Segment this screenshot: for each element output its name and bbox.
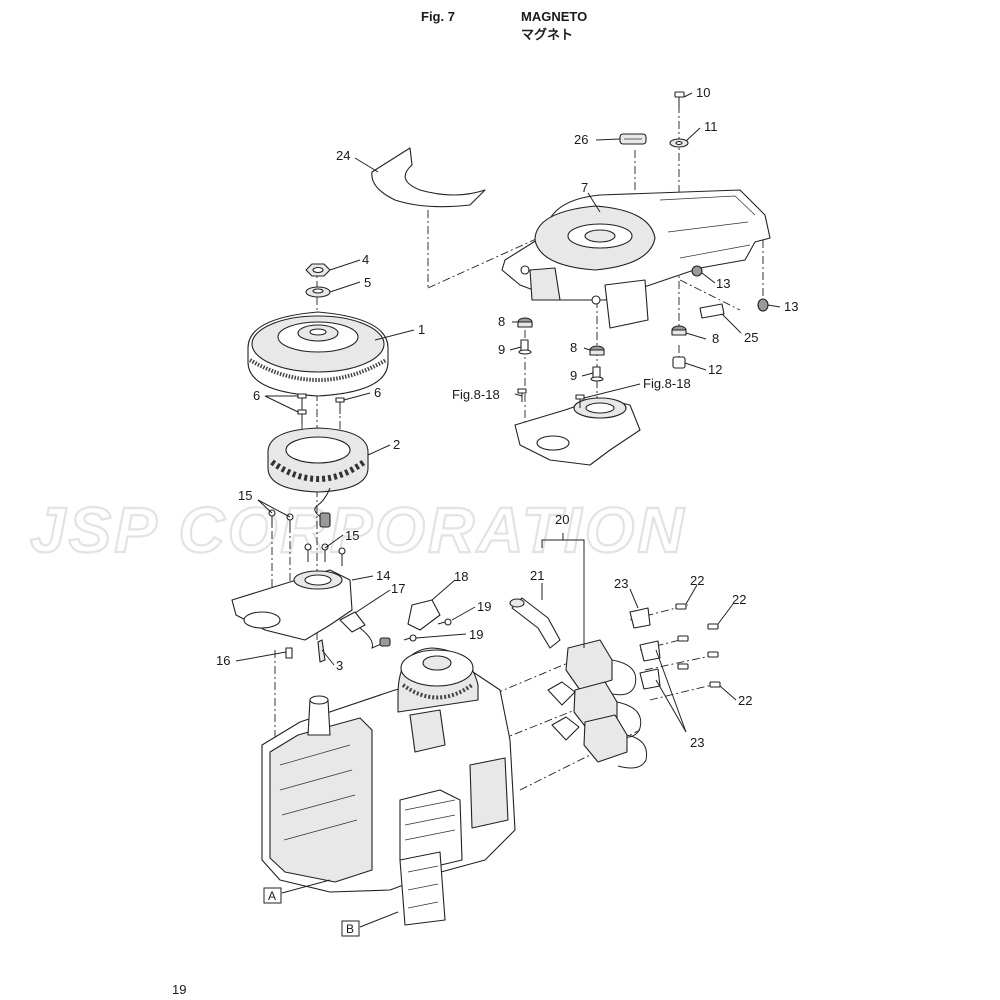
watermark-text: JSP CORPORATION [30,494,687,566]
callout-22-lower: 22 [738,693,752,708]
callout-6-right: 6 [374,385,381,400]
callout-8-left: 8 [498,314,505,329]
reference-fig8-18-left: Fig.8-18 [452,387,500,402]
callout-18: 18 [454,569,468,584]
callout-13-upper: 13 [716,276,730,291]
callout-15-upper: 15 [238,488,252,503]
part-26-grommet [619,133,647,145]
callout-23-lower: 23 [690,735,704,750]
part-5-washer [305,286,331,298]
callout-labels: 10 11 26 24 7 4 5 1 6 6 2 15 15 14 17 18… [216,85,798,750]
part-14-bracket [231,569,353,641]
part-22-bolts [675,603,721,688]
figure-label: Fig. 7 [421,9,455,24]
engine-block [261,647,516,926]
callout-5: 5 [364,275,371,290]
part-25-label [699,303,725,319]
reference-box-b: B [341,920,360,937]
part-10-screw [674,91,685,108]
callout-19-upper: 19 [477,599,491,614]
callout-25: 25 [744,330,758,345]
callout-1: 1 [418,322,425,337]
part-3-key [317,639,326,663]
callout-8-mid: 8 [570,340,577,355]
reference-fig8-18-right: Fig.8-18 [643,376,691,391]
part-2-stator [267,427,369,528]
part-6-bolts [297,393,345,424]
reference-box-a: A [263,887,282,904]
callout-7: 7 [581,180,588,195]
part-8-grommet-mid [589,345,605,356]
callout-13-right: 13 [784,299,798,314]
callout-24: 24 [336,148,350,163]
part-8-grommet-left [517,317,533,328]
callout-15-lower: 15 [345,528,359,543]
part-23-spacers [629,607,661,690]
callout-22-upper: 22 [690,573,704,588]
part-24-plate [371,147,486,208]
callout-3: 3 [336,658,343,673]
part-16-pin [285,647,293,659]
callout-21: 21 [530,568,544,583]
part-9-collar-mid [590,366,604,382]
callout-26: 26 [574,132,588,147]
part-4-nut [305,263,331,277]
callout-12: 12 [708,362,722,377]
part-18-bracket [407,599,441,631]
part-7-flywheel-cover [501,189,771,329]
part-12-collar [672,356,686,369]
part-20-ignition-coils [547,639,648,769]
callout-16: 16 [216,653,230,668]
upper-bracket-assembly [514,388,641,466]
part-8-grommet-right [671,325,687,336]
figure-title-japanese: マグネト [521,27,574,42]
part-11-washer [669,138,689,148]
page-number: 19 [172,982,187,997]
callout-17: 17 [391,581,405,596]
part-19-screws [403,618,452,642]
callout-19-lower: 19 [469,627,483,642]
callout-8-right: 8 [712,331,719,346]
leader-lines [235,92,781,928]
callout-9-left: 9 [498,342,505,357]
callout-9-mid: 9 [570,368,577,383]
callout-14: 14 [376,568,390,583]
callout-2: 2 [393,437,400,452]
box-a-label: A [268,889,276,903]
callout-10: 10 [696,85,710,100]
callout-11: 11 [704,119,718,134]
callout-22-right: 22 [732,592,746,607]
part-1-flywheel [247,311,389,397]
callout-4: 4 [362,252,369,267]
part-13-grommet-right [757,298,769,312]
part-9-collar-left [518,339,532,355]
part-17-sensor [339,611,391,649]
part-21-plug-cap [509,597,561,649]
box-b-label: B [346,922,354,936]
part-13-grommet-upper [691,265,703,277]
figure-title: MAGNETO [521,9,588,24]
callout-20: 20 [555,512,569,527]
callout-23-upper: 23 [614,576,628,591]
callout-6-left: 6 [253,388,260,403]
